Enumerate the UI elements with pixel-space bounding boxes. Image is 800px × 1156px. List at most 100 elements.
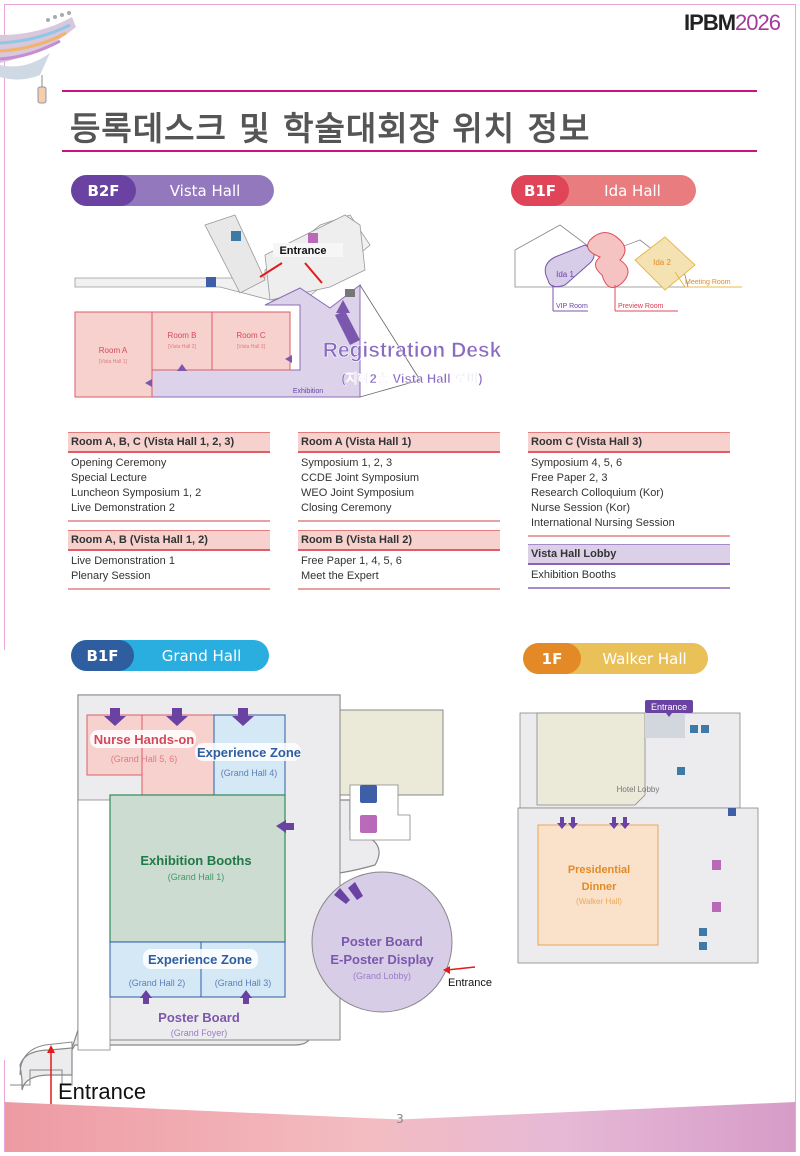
schedule-table-room-abc: Room A, B, C (Vista Hall 1, 2, 3) Openin…	[68, 432, 270, 522]
arrow-down-icon	[568, 817, 578, 829]
restroom-female-icon	[712, 860, 721, 870]
arrow-down-icon	[104, 708, 126, 726]
entrance-label: Entrance	[448, 977, 492, 989]
arrow-up-icon	[140, 990, 152, 1004]
vista-hall-map: Room A [Vista Hall 1] Room B [Vista Hall…	[74, 214, 502, 398]
page-title: 등록데스크 및 학술대회장 위치 정보	[70, 109, 591, 148]
session-item: WEO Joint Symposium	[301, 487, 415, 499]
meeting-room-label: Meeting Room	[685, 279, 731, 286]
arrow-down-icon	[348, 882, 363, 900]
elevator-icon	[701, 725, 709, 733]
room-c-label: Room C	[236, 331, 266, 340]
grand-hall-map: Nurse Hands-on (Grand Hall 5, 6) Experie…	[10, 694, 492, 1108]
svg-text:(Grand Hall 4): (Grand Hall 4)	[221, 768, 278, 778]
traditional-eaves-decoration	[0, 11, 76, 104]
session-item: Live Demonstration 2	[71, 502, 175, 514]
floor-label-walker: 1F Walker Hall	[523, 643, 708, 674]
floor-label-vista: B2F Vista Hall	[71, 175, 274, 206]
presidential-dinner-label: Presidential	[568, 864, 630, 876]
nurse-hands-on-label: Nurse Hands-on	[94, 732, 194, 747]
arrow-left-icon	[145, 379, 152, 387]
poster-board-lobby-label: Poster Board	[341, 934, 423, 949]
walker-hall-room	[537, 824, 659, 946]
svg-text:(Grand Hall 1): (Grand Hall 1)	[168, 872, 225, 882]
entrance-tag	[645, 700, 693, 713]
session-item: Symposium 1, 2, 3	[301, 457, 393, 469]
room-b-label: Room B	[168, 331, 197, 340]
elevator-icon	[677, 767, 685, 775]
session-item: Symposium 4, 5, 6	[531, 457, 623, 469]
session-item: Closing Ceremony	[301, 502, 392, 514]
vip-room-label: VIP Room	[556, 303, 588, 310]
entrance-label: Entrance	[651, 702, 687, 712]
experience-zone-label: Experience Zone	[197, 745, 301, 760]
exhibition-booths-room	[109, 794, 286, 943]
ipbm-logo: IPBM2026	[684, 10, 781, 35]
svg-text:Dinner: Dinner	[582, 881, 618, 893]
ida2-label: Ida 2	[653, 258, 671, 267]
session-item: Plenary Session	[71, 570, 151, 582]
preview-room	[587, 232, 629, 288]
arrow-down-icon	[609, 817, 619, 829]
page-number: 3	[396, 1112, 404, 1126]
session-item: Research Colloquium (Kor)	[531, 487, 664, 499]
svg-text:(Grand Hall 2): (Grand Hall 2)	[129, 978, 186, 988]
arrow-left-icon	[285, 355, 292, 363]
restroom-female-icon	[712, 902, 721, 912]
arrow-up-icon	[240, 990, 252, 1004]
room-a	[74, 311, 153, 398]
ida-hall-map: Ida 1 Ida 2 VIP Room Preview Room Meetin…	[514, 224, 742, 312]
walker-hall-map: Entrance Hotel Lobby Presidential Dinner…	[517, 700, 759, 964]
svg-text:(Grand Hall 5, 6): (Grand Hall 5, 6)	[111, 754, 178, 764]
schedule-table-room-ab: Room A, B (Vista Hall 1, 2) Live Demonst…	[68, 530, 270, 590]
svg-text:[Vista Hall 3]: [Vista Hall 3]	[237, 344, 266, 350]
escalator-icon	[345, 289, 355, 297]
ida1-label: Ida 1	[556, 270, 574, 279]
restroom-female-icon	[308, 233, 318, 243]
registration-desk-sublabel: (지하2층 Vista Hall 로비)	[341, 371, 482, 386]
preview-room-label: Preview Room	[618, 303, 664, 310]
floor-label-grand: B1F Grand Hall	[71, 640, 269, 671]
session-item: International Nursing Session	[531, 517, 675, 529]
room-c	[211, 311, 291, 371]
arrow-up-icon	[336, 300, 350, 322]
session-item: Opening Ceremony	[71, 457, 167, 469]
restroom-male-icon	[360, 785, 377, 803]
e-poster-display-label: E-Poster Display	[330, 952, 434, 967]
svg-text:(Grand Hall 3): (Grand Hall 3)	[215, 978, 272, 988]
floor-label-ida: B1F Ida Hall	[511, 175, 696, 206]
entrance-arrow	[259, 262, 283, 278]
room-a-label: Room A	[99, 346, 128, 355]
arrow-down-icon	[557, 817, 567, 829]
poster-board-label: Poster Board	[158, 1010, 240, 1025]
session-item: Free Paper 1, 4, 5, 6	[301, 555, 402, 567]
entrance-label-bottom: Entrance	[58, 1079, 147, 1104]
experience-zone-label: Experience Zone	[148, 952, 252, 967]
entrance-arrow	[304, 262, 323, 284]
schedule-table-room-b: Room B (Vista Hall 2) Free Paper 1, 4, 5…	[298, 530, 500, 590]
session-item: Live Demonstration 1	[71, 555, 175, 567]
schedule-table-vista-lobby: Vista Hall Lobby Exhibition Booths	[528, 544, 730, 589]
restroom-female-icon	[360, 815, 377, 833]
svg-text:[Vista Hall 2]: [Vista Hall 2]	[168, 344, 197, 350]
registration-desk-label: Registration Desk	[323, 339, 502, 362]
exhibition-label: Exhibition	[293, 388, 323, 395]
arrow-down-icon	[232, 708, 254, 726]
session-item: CCDE Joint Symposium	[301, 472, 419, 484]
svg-text:[Vista Hall 1]: [Vista Hall 1]	[99, 359, 128, 365]
room-b	[151, 311, 213, 371]
elevator-icon	[690, 725, 698, 733]
elevator-icon	[699, 928, 707, 936]
arrow-down-icon	[620, 817, 630, 829]
entrance-arrow	[446, 966, 476, 971]
elevator-icon	[699, 942, 707, 950]
exhibition-booths-label: Exhibition Booths	[140, 853, 251, 868]
session-item: Nurse Session (Kor)	[531, 502, 631, 514]
grand-lobby-room	[311, 871, 453, 1013]
title-rule-top	[62, 90, 757, 92]
session-item: Meet the Expert	[301, 570, 379, 582]
arrow-down-icon	[334, 888, 350, 904]
entrance-label: Entrance	[279, 245, 326, 257]
